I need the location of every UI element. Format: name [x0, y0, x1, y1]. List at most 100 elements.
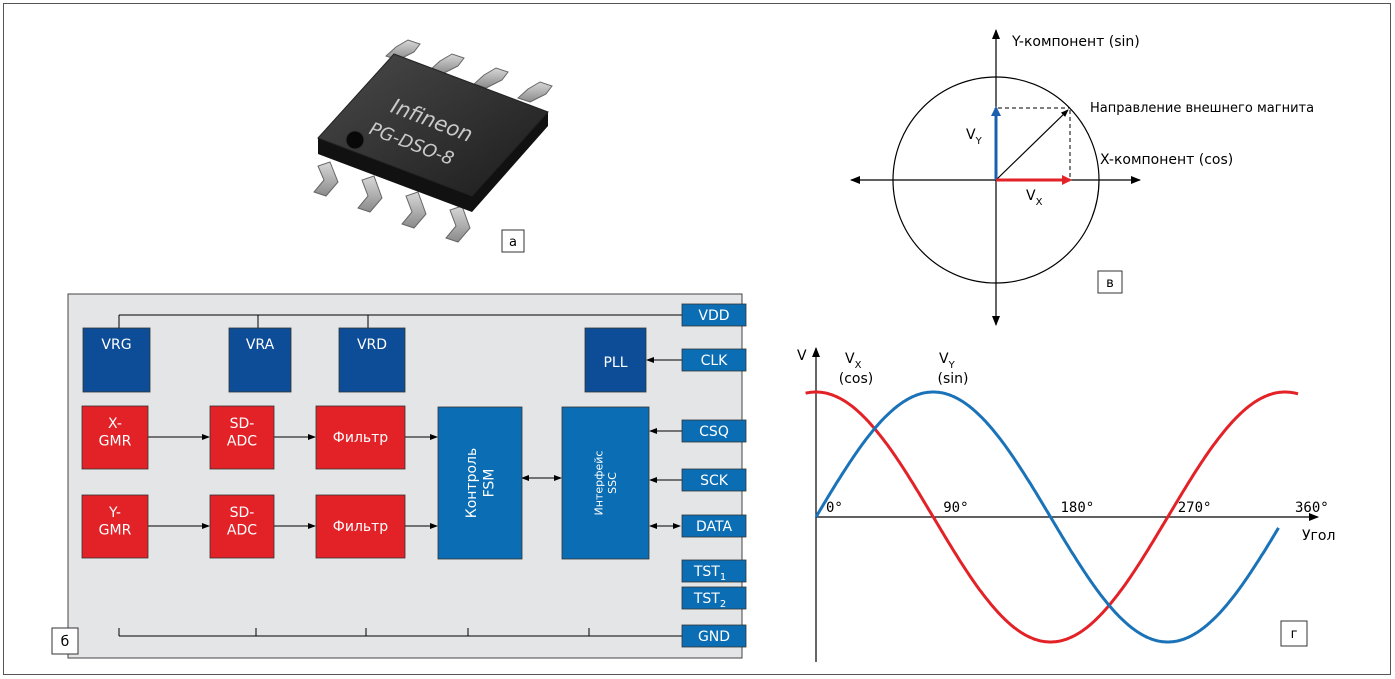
chip-pin1-dot — [345, 130, 365, 150]
fsm-label-line: Контроль — [464, 448, 480, 518]
filter-y-block: Фильтр — [315, 494, 406, 559]
pll-block: PLL — [584, 327, 647, 393]
chart-curves — [805, 390, 1299, 644]
vx-series-sub: X — [855, 360, 862, 371]
y-gmr-label-line: Y- — [108, 505, 121, 521]
pin-sck: SCK — [681, 468, 747, 492]
vy-series-note: (sin) — [938, 371, 969, 387]
chip-photo: Infineon PG-DSO-8 а — [313, 39, 553, 253]
figure-frame — [3, 3, 1391, 675]
pin-tst2-sub: 2 — [720, 599, 726, 610]
y-gmr-label: Y- GMR — [99, 505, 132, 539]
x-gmr-label: X- GMR — [99, 416, 132, 450]
vra-block: VRA — [228, 327, 292, 393]
pin-csq-label: CSQ — [699, 424, 729, 440]
pin-gnd-label: GND — [698, 629, 730, 645]
chart-x-label: Угол — [1302, 528, 1335, 544]
x-tick-label: 0° — [826, 500, 843, 516]
pin-data: DATA — [681, 514, 747, 538]
pin-tst1-base: TST — [693, 564, 720, 580]
y-gmr-label-line: GMR — [99, 523, 132, 539]
vrd-block: VRD — [338, 327, 406, 393]
pin-clk: CLK — [681, 348, 747, 372]
sd-adc-y-label-line: SD- — [230, 505, 255, 521]
vra-label: VRA — [246, 337, 275, 353]
vx-label: VX — [1026, 188, 1043, 208]
sd-adc-y-label: SD- ADC — [227, 505, 257, 539]
vx-base: V — [1026, 188, 1036, 204]
vrg-block: VRG — [82, 327, 151, 393]
pin-tst1-sub: 1 — [720, 572, 726, 583]
wires — [118, 314, 682, 637]
block-diagram: VRG VRA VRD PLL X- GMR SD- ADC Фильтр — [51, 293, 747, 659]
pin-tst1-label: TST1 — [693, 564, 726, 583]
vy-series-sub: Y — [948, 360, 956, 371]
chip-bottom-pins — [313, 161, 471, 243]
vy-label: VY — [966, 127, 983, 147]
pin-tst1: TST1 — [681, 559, 747, 583]
vy-sub: Y — [975, 136, 983, 147]
x-gmr-label-line: X- — [108, 416, 122, 432]
ssc-label-line: SSC — [606, 472, 619, 494]
vector-diagram: Y-компонент (sin) X-компонент (cos) Напр… — [850, 29, 1314, 326]
vrg-label: VRG — [101, 337, 131, 353]
magnet-direction-label: Направление внешнего магнита — [1090, 101, 1314, 116]
filter-x-label: Фильтр — [333, 430, 389, 446]
vx-series-note: (cos) — [839, 371, 873, 387]
fsm-label-line: FSM — [482, 469, 498, 498]
vx-cos-curve — [805, 390, 1299, 644]
pin-data-label: DATA — [696, 519, 732, 535]
sd-adc-x-block: SD- ADC — [209, 405, 275, 470]
pin-vdd: VDD — [681, 303, 747, 327]
pin-clk-label: CLK — [701, 353, 729, 369]
chip-body — [317, 53, 549, 197]
chip-side — [318, 112, 548, 212]
sd-adc-y-block: SD- ADC — [209, 494, 275, 559]
vy-series-label: VY — [939, 351, 956, 371]
panel-v-label: в — [1106, 276, 1114, 291]
x-gmr-block: X- GMR — [81, 405, 149, 470]
x-tick-label: 270° — [1178, 500, 1212, 516]
chart-y-label: V — [797, 348, 807, 364]
pin-gnd: GND — [681, 624, 747, 648]
panel-a-label: а — [509, 235, 517, 250]
vx-series-label: VX — [845, 351, 862, 371]
x-tick-label: 90° — [943, 500, 968, 516]
pin-tst2-base: TST — [693, 591, 720, 607]
x-axis-label: X-компонент (cos) — [1100, 152, 1233, 168]
ssc-block: ИнтерфейсSSC — [561, 406, 650, 560]
sd-adc-x-label: SD- ADC — [227, 416, 257, 450]
ssc-label: ИнтерфейсSSC — [592, 451, 619, 516]
panel-a-box — [501, 229, 525, 253]
pll-label: PLL — [603, 355, 627, 371]
sd-adc-x-label-line: SD- — [230, 416, 255, 432]
vx-series-base: V — [845, 351, 855, 367]
vy-base: V — [966, 127, 976, 143]
filter-x-block: Фильтр — [315, 405, 406, 470]
magnet-vector — [995, 109, 1069, 181]
panel-b-label: б — [61, 634, 70, 650]
sd-adc-y-label-line: ADC — [227, 523, 257, 539]
x-gmr-label-line: GMR — [99, 434, 132, 450]
y-axis-label: Y-компонент (sin) — [1011, 34, 1140, 50]
signal-arrows — [148, 357, 682, 529]
pin-csq: CSQ — [681, 419, 747, 443]
pin-tst2: TST2 — [681, 586, 747, 610]
sd-adc-x-label-line: ADC — [227, 434, 257, 450]
filter-y-label: Фильтр — [333, 519, 389, 535]
panel-g-box — [1280, 620, 1308, 647]
panel-v-box — [1097, 270, 1123, 294]
panel-g-label: г — [1291, 627, 1298, 642]
vrd-label: VRD — [357, 337, 387, 353]
pin-tst2-label: TST2 — [693, 591, 726, 610]
ssc-label-line: Интерфейс — [592, 451, 605, 516]
y-gmr-block: Y- GMR — [81, 494, 149, 559]
pin-sck-label: SCK — [700, 473, 729, 489]
vy-sin-curve — [814, 390, 1280, 644]
sincos-chart: V Угол 0°90°180°270°360° VX (cos) VY (si… — [797, 347, 1335, 662]
vy-series-base: V — [939, 351, 949, 367]
